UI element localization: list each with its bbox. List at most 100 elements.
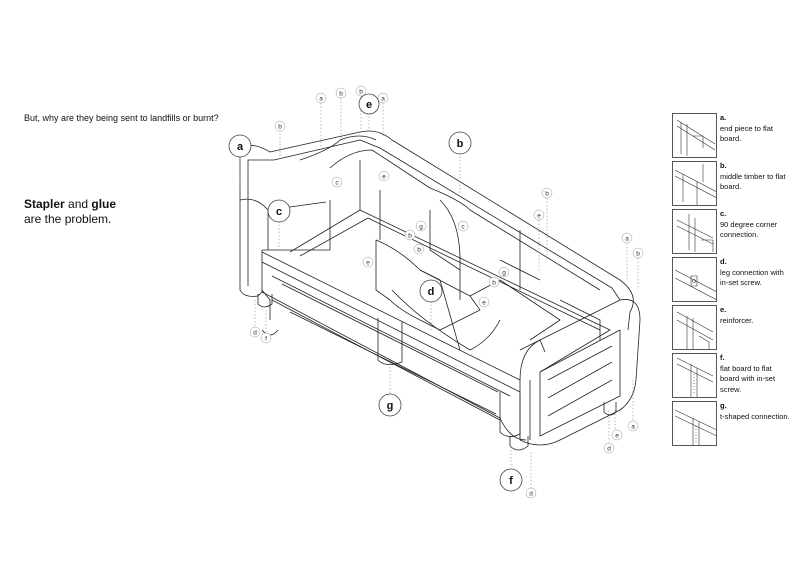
legend-thumb-a — [672, 113, 717, 158]
small-label-b-8: b — [488, 276, 500, 288]
svg-text:b: b — [636, 251, 640, 258]
svg-text:a: a — [625, 236, 629, 243]
callout-b: b — [448, 131, 472, 155]
legend-letter-c: c. — [720, 209, 727, 218]
small-callouts: a b b a b c e b e a b g c b b g b e e d … — [249, 85, 644, 499]
svg-text:a: a — [319, 96, 323, 103]
svg-text:b: b — [417, 247, 421, 254]
callout-a: a — [228, 134, 252, 158]
legend-thumb-e — [672, 305, 717, 350]
small-label-d-2: d — [603, 442, 615, 454]
legend-item-c: c.90 degree corner connection. — [672, 209, 804, 255]
svg-text:g: g — [419, 224, 423, 231]
small-label-c-2: c — [457, 220, 469, 232]
svg-text:b: b — [408, 233, 412, 240]
svg-text:b: b — [359, 89, 363, 96]
small-label-a-2: a — [377, 92, 389, 104]
small-label-e-4: e — [478, 296, 490, 308]
legend-item-f: f.flat board to flat board with in-set s… — [672, 353, 804, 399]
legend-text-b: middle timber to flat board. — [720, 171, 786, 192]
svg-text:d: d — [428, 286, 435, 298]
small-label-a-3: a — [621, 232, 633, 244]
svg-text:d: d — [529, 491, 533, 498]
legend-text-d: leg connection with in-set screw. — [720, 267, 784, 288]
headline-stapler: Stapler — [24, 197, 65, 211]
small-label-d-3: d — [525, 487, 537, 499]
svg-text:e: e — [537, 213, 541, 220]
callout-g: g — [378, 393, 402, 417]
callout-f: f — [499, 468, 523, 492]
svg-text:c: c — [461, 224, 465, 231]
legend-item-a: a.end piece to flat board. — [672, 113, 804, 159]
svg-text:d: d — [607, 446, 611, 453]
svg-text:c: c — [335, 180, 339, 187]
svg-text:f: f — [509, 475, 513, 487]
legend-letter-f: f. — [720, 353, 725, 362]
small-label-c-1: c — [331, 176, 343, 188]
legend-text-g: t-shaped connection. — [720, 411, 790, 421]
legend-thumb-f — [672, 353, 717, 398]
svg-text:e: e — [366, 260, 370, 267]
small-label-g-2: g — [498, 266, 510, 278]
small-label-e-5: e — [611, 429, 623, 441]
small-label-f-1: f — [260, 332, 272, 344]
svg-text:b: b — [457, 138, 464, 150]
svg-text:a: a — [381, 96, 385, 103]
legend-letter-a: a. — [720, 113, 727, 122]
small-label-b-5: b — [632, 247, 644, 259]
small-label-b-2: b — [355, 85, 367, 97]
legend-thumb-c — [672, 209, 717, 254]
legend-text-a: end piece to flat board. — [720, 123, 773, 144]
small-label-b-6: b — [404, 229, 416, 241]
svg-text:c: c — [276, 206, 282, 218]
svg-text:a: a — [237, 141, 244, 153]
svg-text:a: a — [631, 424, 635, 431]
legend-item-d: d.leg connection with in-set screw. — [672, 257, 804, 303]
small-label-e-1: e — [378, 170, 390, 182]
leader-lines — [239, 96, 639, 488]
svg-text:g: g — [502, 270, 506, 277]
small-label-a-1: a — [315, 92, 327, 104]
svg-text:e: e — [382, 174, 386, 181]
svg-text:g: g — [387, 400, 394, 412]
svg-text:f: f — [265, 336, 267, 343]
svg-text:d: d — [253, 330, 257, 337]
legend-text-f: flat board to flat board with in-set scr… — [720, 363, 776, 394]
small-label-b-4: b — [541, 187, 553, 199]
small-label-d-1: d — [249, 326, 261, 338]
legend-letter-d: d. — [720, 257, 727, 266]
headline-and: and — [64, 197, 92, 211]
legend-item-g: g.t-shaped connection. — [672, 401, 804, 447]
legend-thumb-d — [672, 257, 717, 302]
svg-text:b: b — [339, 91, 343, 98]
svg-text:e: e — [482, 300, 486, 307]
legend-thumb-b — [672, 161, 717, 206]
legend-text-c: 90 degree corner connection. — [720, 219, 778, 240]
svg-text:e: e — [366, 99, 372, 111]
intro-headline: Stapler and glue are the problem. — [24, 197, 224, 227]
legend-item-b: b.middle timber to flat board. — [672, 161, 804, 207]
sofa-frame-drawing — [239, 130, 641, 451]
legend-letter-g: g. — [720, 401, 727, 410]
legend-item-e: e.reinforcer. — [672, 305, 804, 351]
legend-thumb-g — [672, 401, 717, 446]
small-label-g-1: g — [415, 220, 427, 232]
svg-text:b: b — [492, 280, 496, 287]
callout-e: e — [358, 93, 380, 115]
legend-letter-e: e. — [720, 305, 727, 314]
small-label-b-3: b — [274, 120, 286, 132]
svg-text:e: e — [615, 433, 619, 440]
headline-problem: are the problem. — [24, 212, 112, 226]
callout-d: d — [419, 279, 443, 303]
svg-text:b: b — [545, 191, 549, 198]
small-label-e-3: e — [362, 256, 374, 268]
small-label-e-2: e — [533, 209, 545, 221]
small-label-a-4: a — [627, 420, 639, 432]
callout-c: c — [267, 199, 291, 223]
small-label-b-1: b — [335, 87, 347, 99]
headline-glue: glue — [91, 197, 117, 211]
intro-question: But, why are they being sent to landfill… — [24, 113, 219, 123]
svg-text:b: b — [278, 124, 282, 131]
legend-letter-b: b. — [720, 161, 727, 170]
